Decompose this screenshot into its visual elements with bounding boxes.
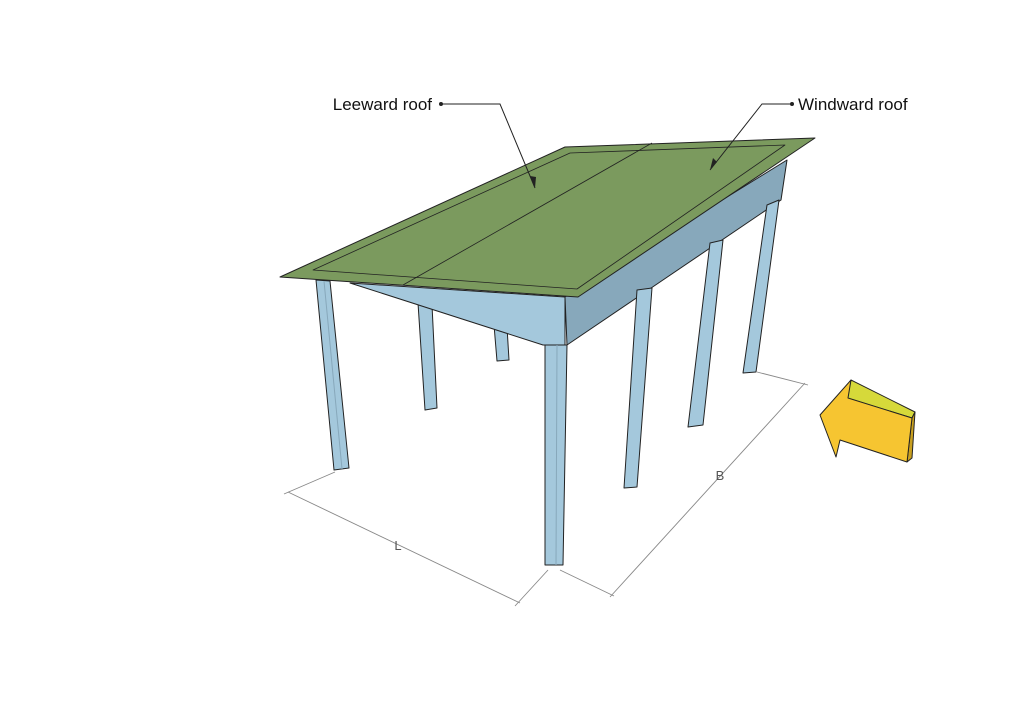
dimension-line-l: [287, 491, 521, 604]
post-side-3: [742, 199, 780, 374]
windward-roof-label: Windward roof: [798, 95, 908, 114]
dimension-l-label: L: [394, 538, 401, 553]
post-side-1: [623, 287, 653, 489]
post-back-1: [417, 302, 438, 411]
wind-direction-arrow-icon: [819, 379, 916, 463]
roof-inner-outline: [312, 144, 786, 290]
roof-slab: [279, 137, 816, 298]
roof-ridge-divider: [402, 142, 653, 286]
dimension-line-b: [609, 382, 806, 598]
dimension-b-label: B: [716, 468, 725, 483]
leeward-roof-label: Leeward roof: [333, 95, 433, 114]
post-side-2: [687, 239, 724, 428]
